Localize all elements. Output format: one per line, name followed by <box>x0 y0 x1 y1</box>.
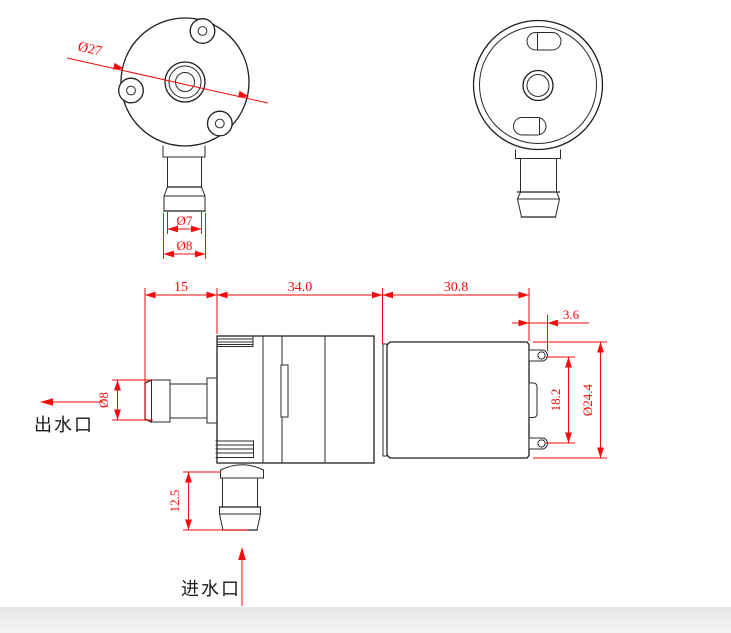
mounting-hole-icon <box>214 118 225 129</box>
dim-terminal-offset: 3.6 <box>512 307 589 351</box>
mounting-hole-icon <box>126 85 136 96</box>
outlet-label: 出水口 <box>34 415 94 435</box>
motor-end-bump <box>528 382 538 418</box>
rear-slot-bottom <box>513 117 547 136</box>
clamp-tab-bottom <box>215 440 254 458</box>
rear-view <box>472 19 604 218</box>
clamp-tab-top <box>216 335 254 347</box>
mounting-ear-left <box>118 77 144 104</box>
inlet-direction-arrow-icon <box>238 547 246 560</box>
mounting-ear-top <box>189 18 216 44</box>
inlet-flow-annotation: 进水口 <box>181 547 246 606</box>
outlet-barb <box>144 377 218 424</box>
dim-label-pump-body-length: 34.0 <box>288 280 313 295</box>
motor-terminal-bottom <box>528 437 549 450</box>
rear-hub <box>522 69 554 102</box>
rear-hose-barb <box>515 149 561 218</box>
dim-front-barb-inner: Ø7 <box>167 212 202 234</box>
inlet-barb <box>218 464 264 531</box>
side-view: 15 34.0 30.8 3.6 Ø8 12.5 <box>34 280 607 606</box>
inlet-label: 进水口 <box>181 579 241 599</box>
dim-motor-diameter: Ø24.4 <box>533 341 607 459</box>
dim-label-front-barb-outer: Ø8 <box>177 238 193 253</box>
dim-terminal-spacing: 18.2 <box>546 356 575 444</box>
dim-label-outlet-barb-diameter: Ø8 <box>96 392 111 408</box>
page-footer-band <box>0 607 731 633</box>
housing-clip <box>280 364 289 418</box>
motor-body <box>386 341 549 459</box>
mounting-ear-bottom <box>206 110 233 137</box>
outlet-flow-annotation: 出水口 <box>34 398 103 435</box>
dim-front-barb-outer: Ø8 <box>163 213 206 259</box>
pump-head-body <box>215 335 388 464</box>
front-hose-barb <box>162 145 206 212</box>
dim-chain-horizontal: 15 34.0 30.8 <box>144 280 530 419</box>
dim-label-terminal-spacing: 18.2 <box>548 389 563 412</box>
dim-label-outlet-length: 15 <box>174 280 188 295</box>
dim-label-front-diameter: Ø27 <box>76 40 103 60</box>
dim-front-diameter: Ø27 <box>66 40 269 104</box>
pump-rear-body-outline <box>472 19 604 151</box>
terminal-hole-icon <box>537 439 546 448</box>
dim-label-front-barb-inner: Ø7 <box>177 213 193 228</box>
rear-slot-top <box>526 32 562 51</box>
dim-label-terminal-offset: 3.6 <box>563 307 580 322</box>
front-view: Ø27 Ø7 Ø8 <box>66 17 269 259</box>
mounting-hole-icon <box>197 26 208 36</box>
dim-outlet-barb-diameter: Ø8 <box>96 379 153 421</box>
dim-label-motor-diameter: Ø24.4 <box>580 383 595 416</box>
dim-label-inlet-barb-length: 12.5 <box>167 490 182 513</box>
outlet-direction-arrow-icon <box>40 398 53 406</box>
terminal-hole-icon <box>537 351 546 360</box>
dim-label-motor-length: 30.8 <box>444 280 469 295</box>
dim-inlet-barb-length: 12.5 <box>167 471 248 531</box>
motor-terminal-top <box>528 349 549 362</box>
